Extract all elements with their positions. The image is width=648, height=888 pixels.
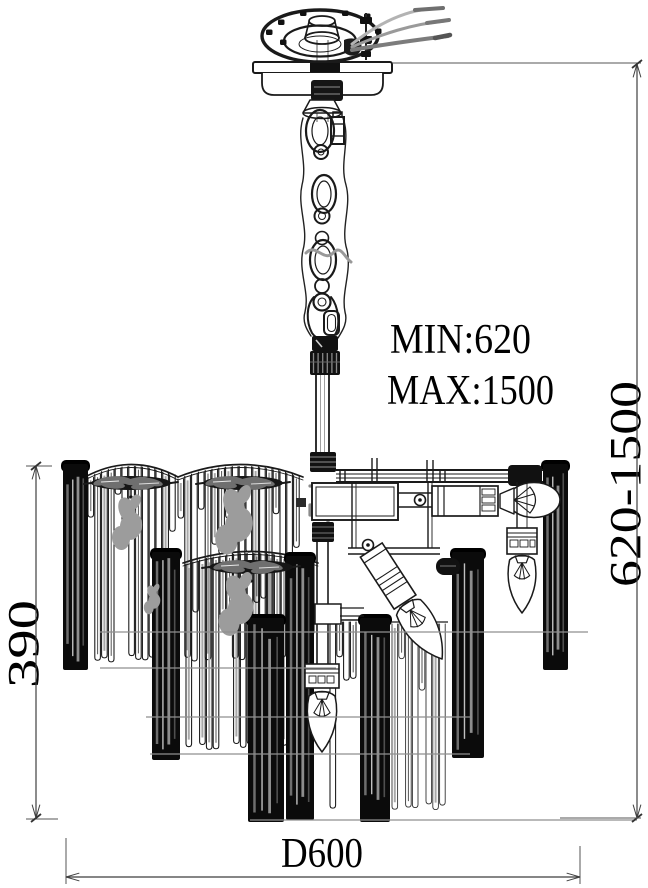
chandelier-body bbox=[61, 458, 570, 822]
max-drop-label: MAX:1500 bbox=[387, 368, 554, 414]
power-wires bbox=[344, 6, 453, 56]
body-height-label: 390 bbox=[0, 600, 48, 688]
diameter-label: D600 bbox=[281, 831, 363, 877]
canopy bbox=[252, 61, 393, 120]
drop-range-label: 620-1500 bbox=[601, 381, 648, 587]
min-drop-label: MIN:620 bbox=[390, 317, 531, 363]
construction-lines bbox=[100, 631, 637, 821]
dimension-annotations: MIN:620 MAX:1500 620-1500 390 D600 bbox=[0, 59, 648, 884]
suspension-chain bbox=[300, 108, 353, 375]
hanging-rod bbox=[310, 375, 336, 472]
